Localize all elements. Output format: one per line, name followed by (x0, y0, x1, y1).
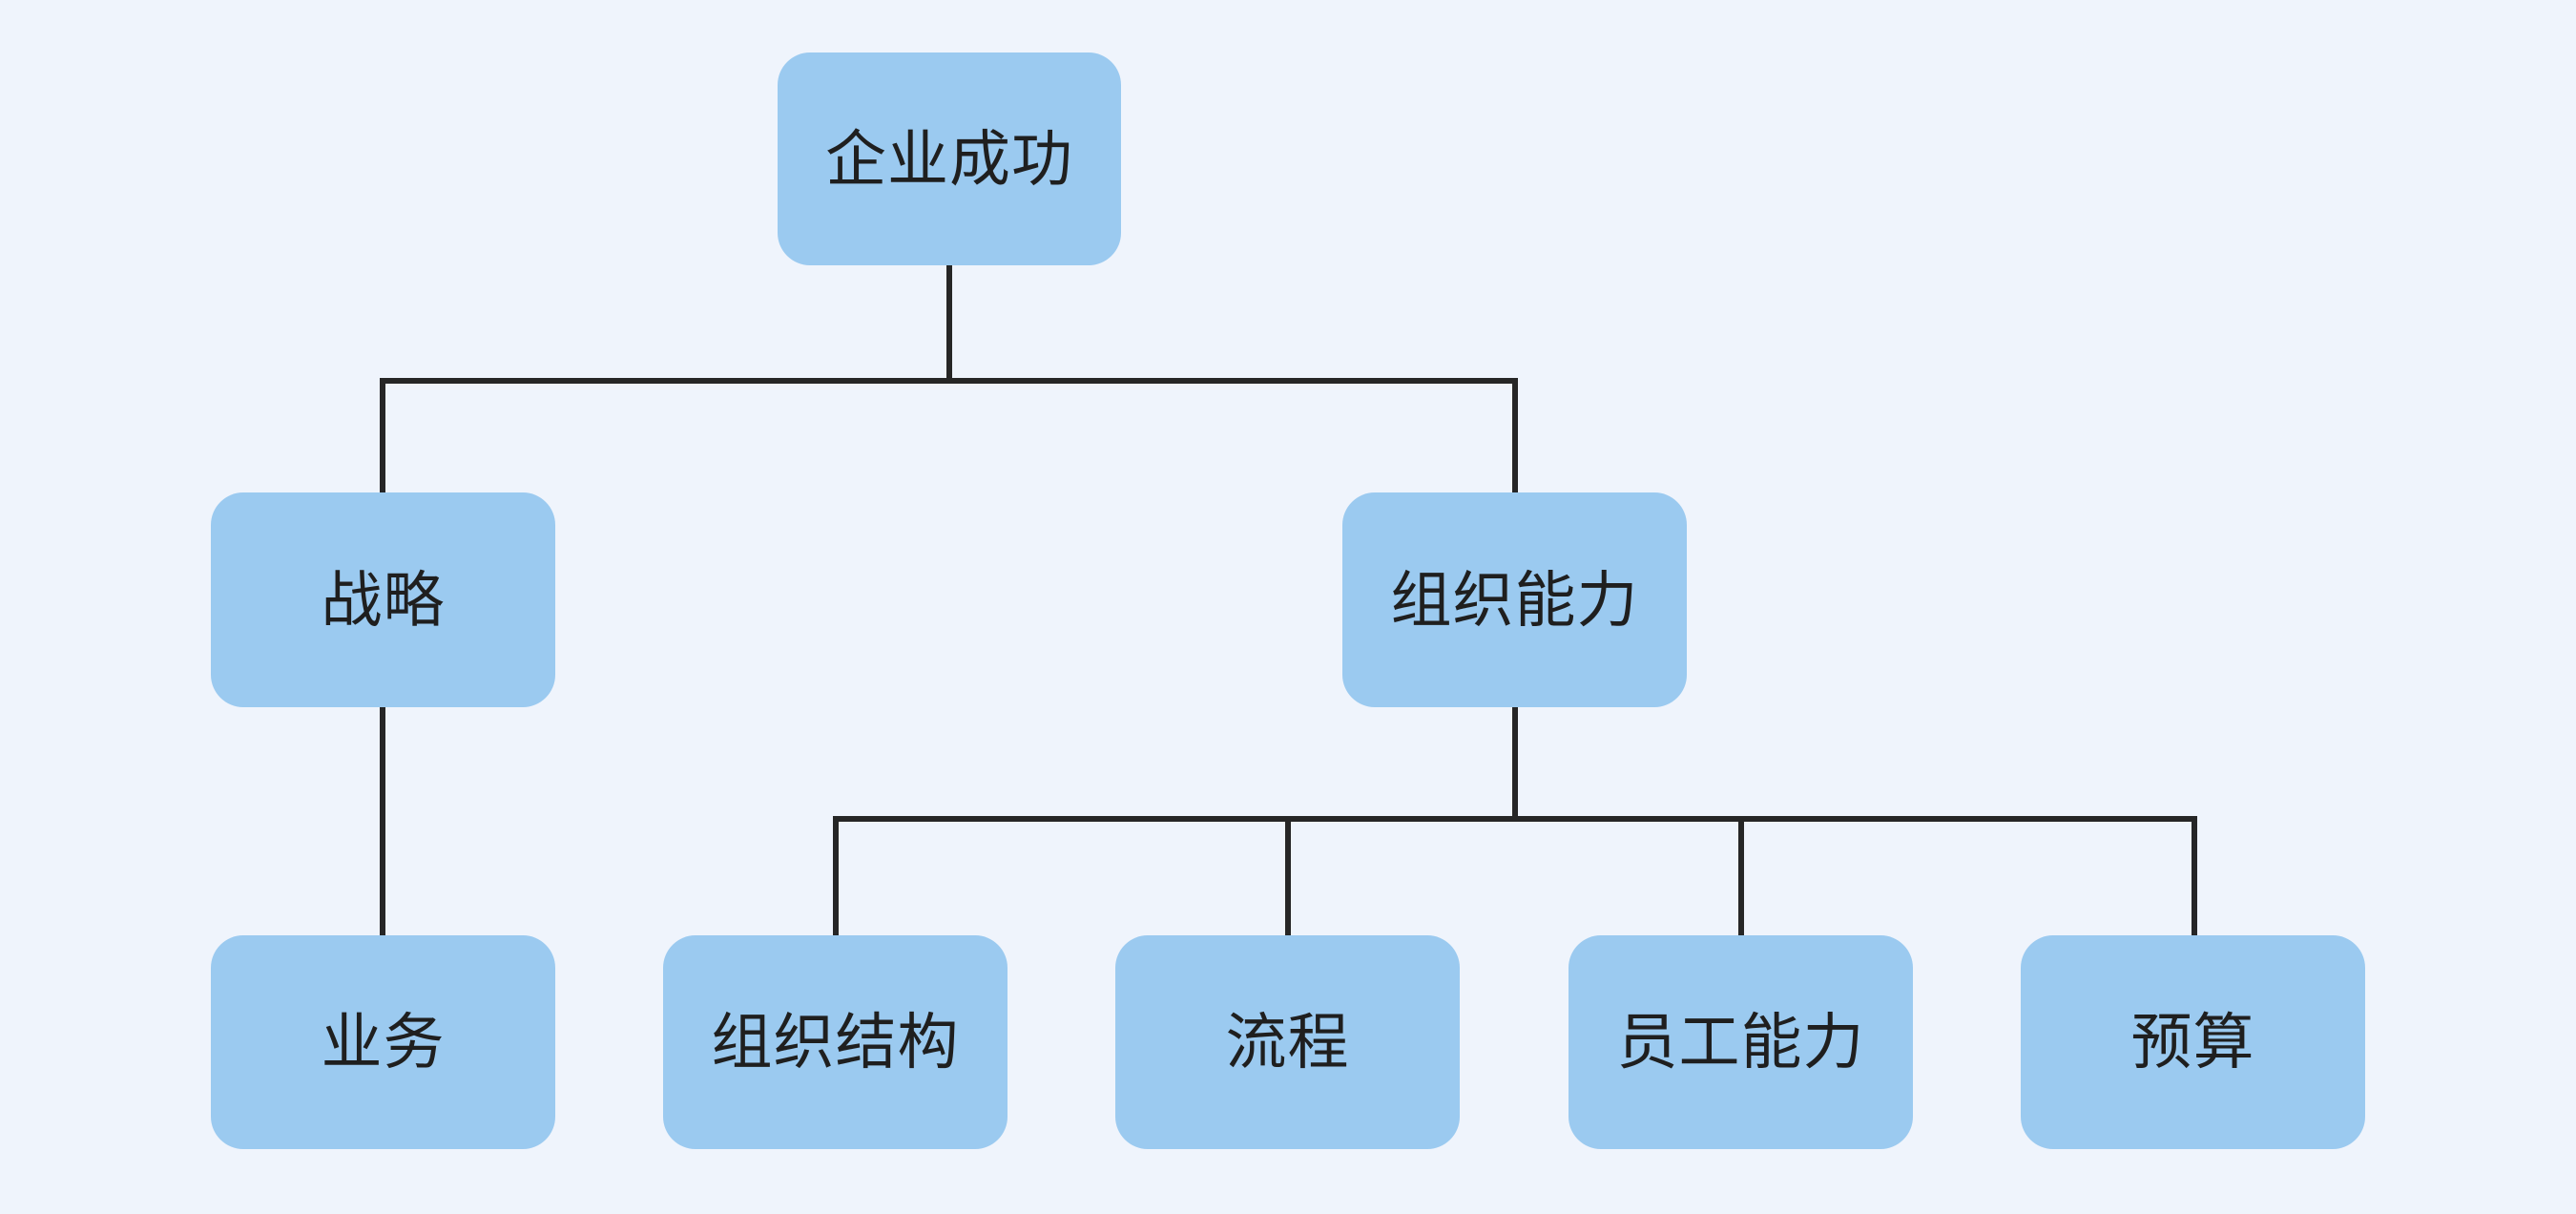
node-label: 员工能力 (1616, 1008, 1865, 1077)
node-process[interactable]: 流程 (1115, 935, 1460, 1149)
node-org-structure[interactable]: 组织结构 (663, 935, 1008, 1149)
node-org-capability[interactable]: 组织能力 (1342, 492, 1687, 707)
node-label: 预算 (2130, 1008, 2255, 1077)
node-enterprise-success[interactable]: 企业成功 (778, 52, 1121, 265)
node-label: 业务 (321, 1008, 446, 1077)
node-strategy[interactable]: 战略 (211, 492, 555, 707)
node-staff-capability[interactable]: 员工能力 (1568, 935, 1913, 1149)
node-label: 组织能力 (1390, 565, 1639, 635)
node-business[interactable]: 业务 (211, 935, 555, 1149)
node-label: 企业成功 (825, 124, 1073, 194)
node-label: 战略 (321, 565, 446, 635)
node-label: 流程 (1225, 1008, 1350, 1077)
node-budget[interactable]: 预算 (2021, 935, 2365, 1149)
node-label: 组织结构 (711, 1008, 960, 1077)
